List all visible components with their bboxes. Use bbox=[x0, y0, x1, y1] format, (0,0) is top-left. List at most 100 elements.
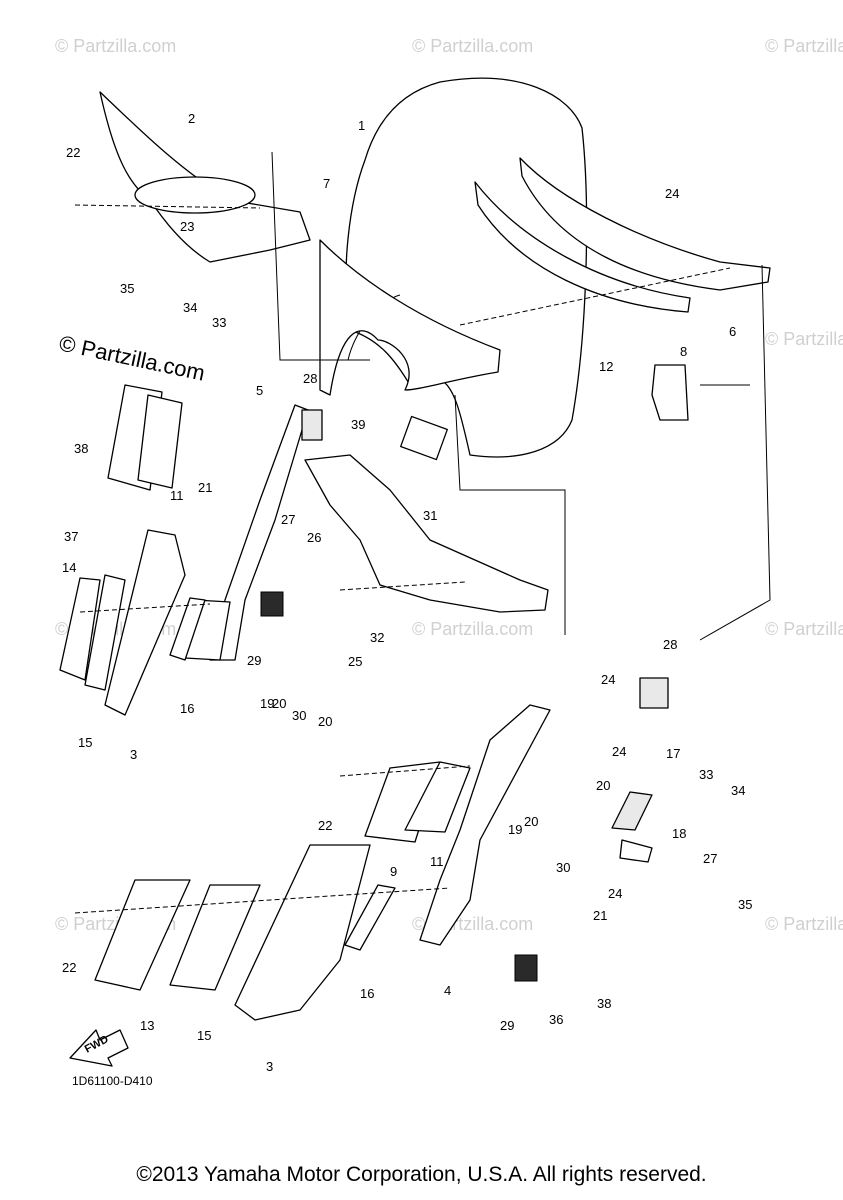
watermark: © Partzilla.com bbox=[765, 329, 843, 349]
clip-28a bbox=[301, 409, 323, 441]
cover-slot bbox=[134, 176, 256, 214]
plate-11c bbox=[404, 761, 471, 833]
panel-7 bbox=[319, 239, 501, 396]
pad-39 bbox=[400, 415, 448, 461]
bracket-12 bbox=[651, 364, 689, 421]
cowl-trim-6 bbox=[519, 157, 771, 291]
partzilla-logo-watermark: © Partzilla.com bbox=[57, 330, 207, 385]
callout-6: 6 bbox=[729, 324, 736, 339]
callout-labels: 1233456789111112131415151616171819192020… bbox=[62, 111, 752, 1074]
callout-19: 19 bbox=[260, 696, 274, 711]
callout-20: 20 bbox=[524, 814, 538, 829]
callout-21: 21 bbox=[593, 908, 607, 923]
callout-7: 7 bbox=[323, 176, 330, 191]
callout-30: 30 bbox=[292, 708, 306, 723]
watermark: © Partzilla.com bbox=[765, 36, 843, 56]
callout-28: 28 bbox=[663, 637, 677, 652]
callout-38: 38 bbox=[597, 996, 611, 1011]
callout-35: 35 bbox=[738, 897, 752, 912]
callout-34: 34 bbox=[183, 300, 197, 315]
plate-11b bbox=[137, 394, 183, 489]
panel-3 bbox=[104, 529, 186, 716]
callout-34: 34 bbox=[731, 783, 745, 798]
callout-20: 20 bbox=[272, 696, 286, 711]
callout-38: 38 bbox=[74, 441, 88, 456]
callout-23: 23 bbox=[180, 219, 194, 234]
housing-31 bbox=[304, 454, 549, 613]
callout-14: 14 bbox=[62, 560, 76, 575]
callout-15: 15 bbox=[78, 735, 92, 750]
callout-31: 31 bbox=[423, 508, 437, 523]
panel-13 bbox=[94, 879, 191, 991]
callout-27: 27 bbox=[703, 851, 717, 866]
callout-22: 22 bbox=[66, 145, 80, 160]
callout-17: 17 bbox=[666, 746, 680, 761]
callout-3: 3 bbox=[266, 1059, 273, 1074]
fwd-arrow-icon: FWD bbox=[69, 1029, 129, 1067]
panel-15b bbox=[169, 884, 261, 991]
callout-29: 29 bbox=[500, 1018, 514, 1033]
copyright-notice: ©2013 Yamaha Motor Corporation, U.S.A. A… bbox=[136, 1163, 707, 1186]
latch-29a bbox=[260, 591, 284, 617]
callout-24: 24 bbox=[601, 672, 615, 687]
callout-39: 39 bbox=[351, 417, 365, 432]
callout-22: 22 bbox=[318, 818, 332, 833]
callout-3: 3 bbox=[130, 747, 137, 762]
callout-30: 30 bbox=[556, 860, 570, 875]
watermark: © Partzilla.com bbox=[412, 36, 533, 56]
leader-lines bbox=[74, 151, 771, 914]
panel-3b bbox=[234, 844, 371, 1021]
callout-21: 21 bbox=[198, 480, 212, 495]
callout-1: 1 bbox=[358, 118, 365, 133]
callout-33: 33 bbox=[699, 767, 713, 782]
callout-18: 18 bbox=[672, 826, 686, 841]
callout-2: 2 bbox=[188, 111, 195, 126]
callout-12: 12 bbox=[599, 359, 613, 374]
spring-18 bbox=[619, 839, 653, 863]
watermark: © Partzilla.com bbox=[765, 619, 843, 639]
diagram-code: 1D61100-D410 bbox=[72, 1074, 153, 1088]
callout-13: 13 bbox=[140, 1018, 154, 1033]
bracket-5 bbox=[209, 404, 309, 661]
callout-11: 11 bbox=[170, 488, 184, 503]
callout-5: 5 bbox=[256, 383, 263, 398]
callout-32: 32 bbox=[370, 630, 384, 645]
watermark: © Partzilla.com bbox=[765, 914, 843, 934]
callout-11: 11 bbox=[430, 854, 444, 869]
callout-33: 33 bbox=[212, 315, 226, 330]
panel-15 bbox=[84, 574, 126, 691]
callout-35: 35 bbox=[120, 281, 134, 296]
latch-29b bbox=[514, 954, 538, 982]
top-cover-2 bbox=[99, 91, 311, 263]
callout-8: 8 bbox=[680, 344, 687, 359]
callout-25: 25 bbox=[348, 654, 362, 669]
callout-16: 16 bbox=[360, 986, 374, 1001]
watermark: © Partzilla.com bbox=[412, 619, 533, 639]
panel-14 bbox=[59, 577, 101, 681]
callout-28: 28 bbox=[303, 371, 317, 386]
callout-22: 22 bbox=[62, 960, 76, 975]
bracket-4 bbox=[419, 704, 551, 946]
cowl-trim-8 bbox=[474, 181, 691, 313]
callout-24: 24 bbox=[665, 186, 679, 201]
trim-16b bbox=[344, 884, 396, 951]
callout-29: 29 bbox=[247, 653, 261, 668]
callout-26: 26 bbox=[307, 530, 321, 545]
callout-36: 36 bbox=[549, 1012, 563, 1027]
callout-24: 24 bbox=[612, 744, 626, 759]
trim-16 bbox=[169, 597, 206, 661]
callout-9: 9 bbox=[390, 864, 397, 879]
clip-28b bbox=[639, 677, 669, 709]
lever-17 bbox=[611, 791, 653, 831]
callout-15: 15 bbox=[197, 1028, 211, 1043]
callout-24: 24 bbox=[608, 886, 622, 901]
watermark: © Partzilla.com bbox=[55, 36, 176, 56]
callout-37: 37 bbox=[64, 529, 78, 544]
callout-27: 27 bbox=[281, 512, 295, 527]
callout-4: 4 bbox=[444, 983, 451, 998]
callout-20: 20 bbox=[318, 714, 332, 729]
callout-16: 16 bbox=[180, 701, 194, 716]
callout-20: 20 bbox=[596, 778, 610, 793]
callout-19: 19 bbox=[508, 822, 522, 837]
